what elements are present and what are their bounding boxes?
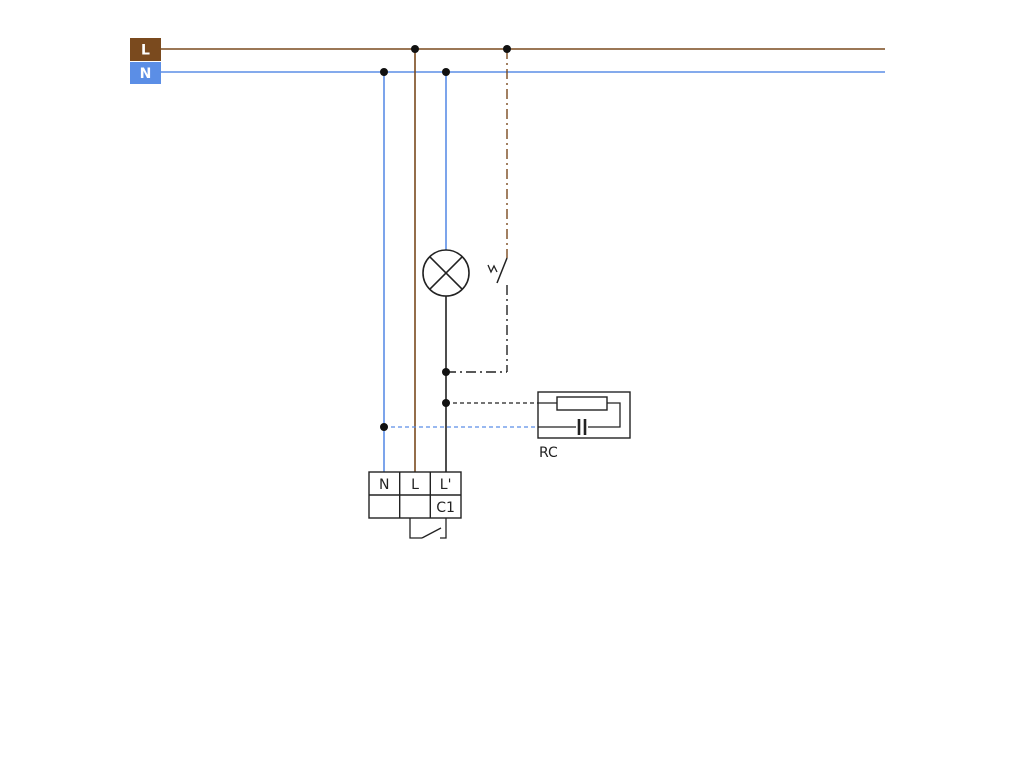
lamp-circle [422, 249, 470, 297]
relay-contact-icon [409, 518, 447, 539]
bus-tag-N-label: N [140, 66, 152, 82]
lamp-icon [422, 249, 470, 297]
terminal-output-label: C1 [436, 500, 455, 516]
terminal-label-N: N [379, 477, 389, 493]
junction-dot-L-switch [503, 45, 511, 53]
capacitor-icon [576, 419, 588, 435]
bus-tag-L-bg [130, 38, 161, 61]
bus-tag-N: N [130, 62, 161, 84]
switch-actuator [487, 264, 498, 274]
rc-module: RC [537, 391, 631, 461]
rc-module-box [537, 391, 631, 439]
rc-module-label: RC [539, 445, 558, 461]
bus-tag-L-label: L [141, 43, 150, 59]
junction-dot-L-wire [411, 45, 419, 53]
junction-dot-N-lamp [442, 68, 450, 76]
lamp-cross-2 [429, 256, 463, 290]
junction-dot-N-wire [380, 68, 388, 76]
terminal-label-Lprime: L' [440, 477, 452, 493]
switch-icon [446, 49, 508, 373]
relay-contact-blade [421, 527, 442, 539]
switch-blade [496, 257, 508, 284]
bus-tag-N-bg [130, 62, 161, 84]
bus-tag-L: L [130, 38, 161, 61]
junction-dots [380, 45, 511, 431]
terminal-label-L: L [411, 477, 419, 493]
relay-contact-left-leg [409, 518, 422, 539]
relay-contact-right-leg [440, 518, 447, 539]
resistor-icon [556, 396, 608, 411]
terminal-block: N L L' C1 [368, 471, 462, 519]
junction-dot-switch-return [442, 368, 450, 376]
junction-dot-rc-bottom [380, 423, 388, 431]
junction-dot-rc-top [442, 399, 450, 407]
